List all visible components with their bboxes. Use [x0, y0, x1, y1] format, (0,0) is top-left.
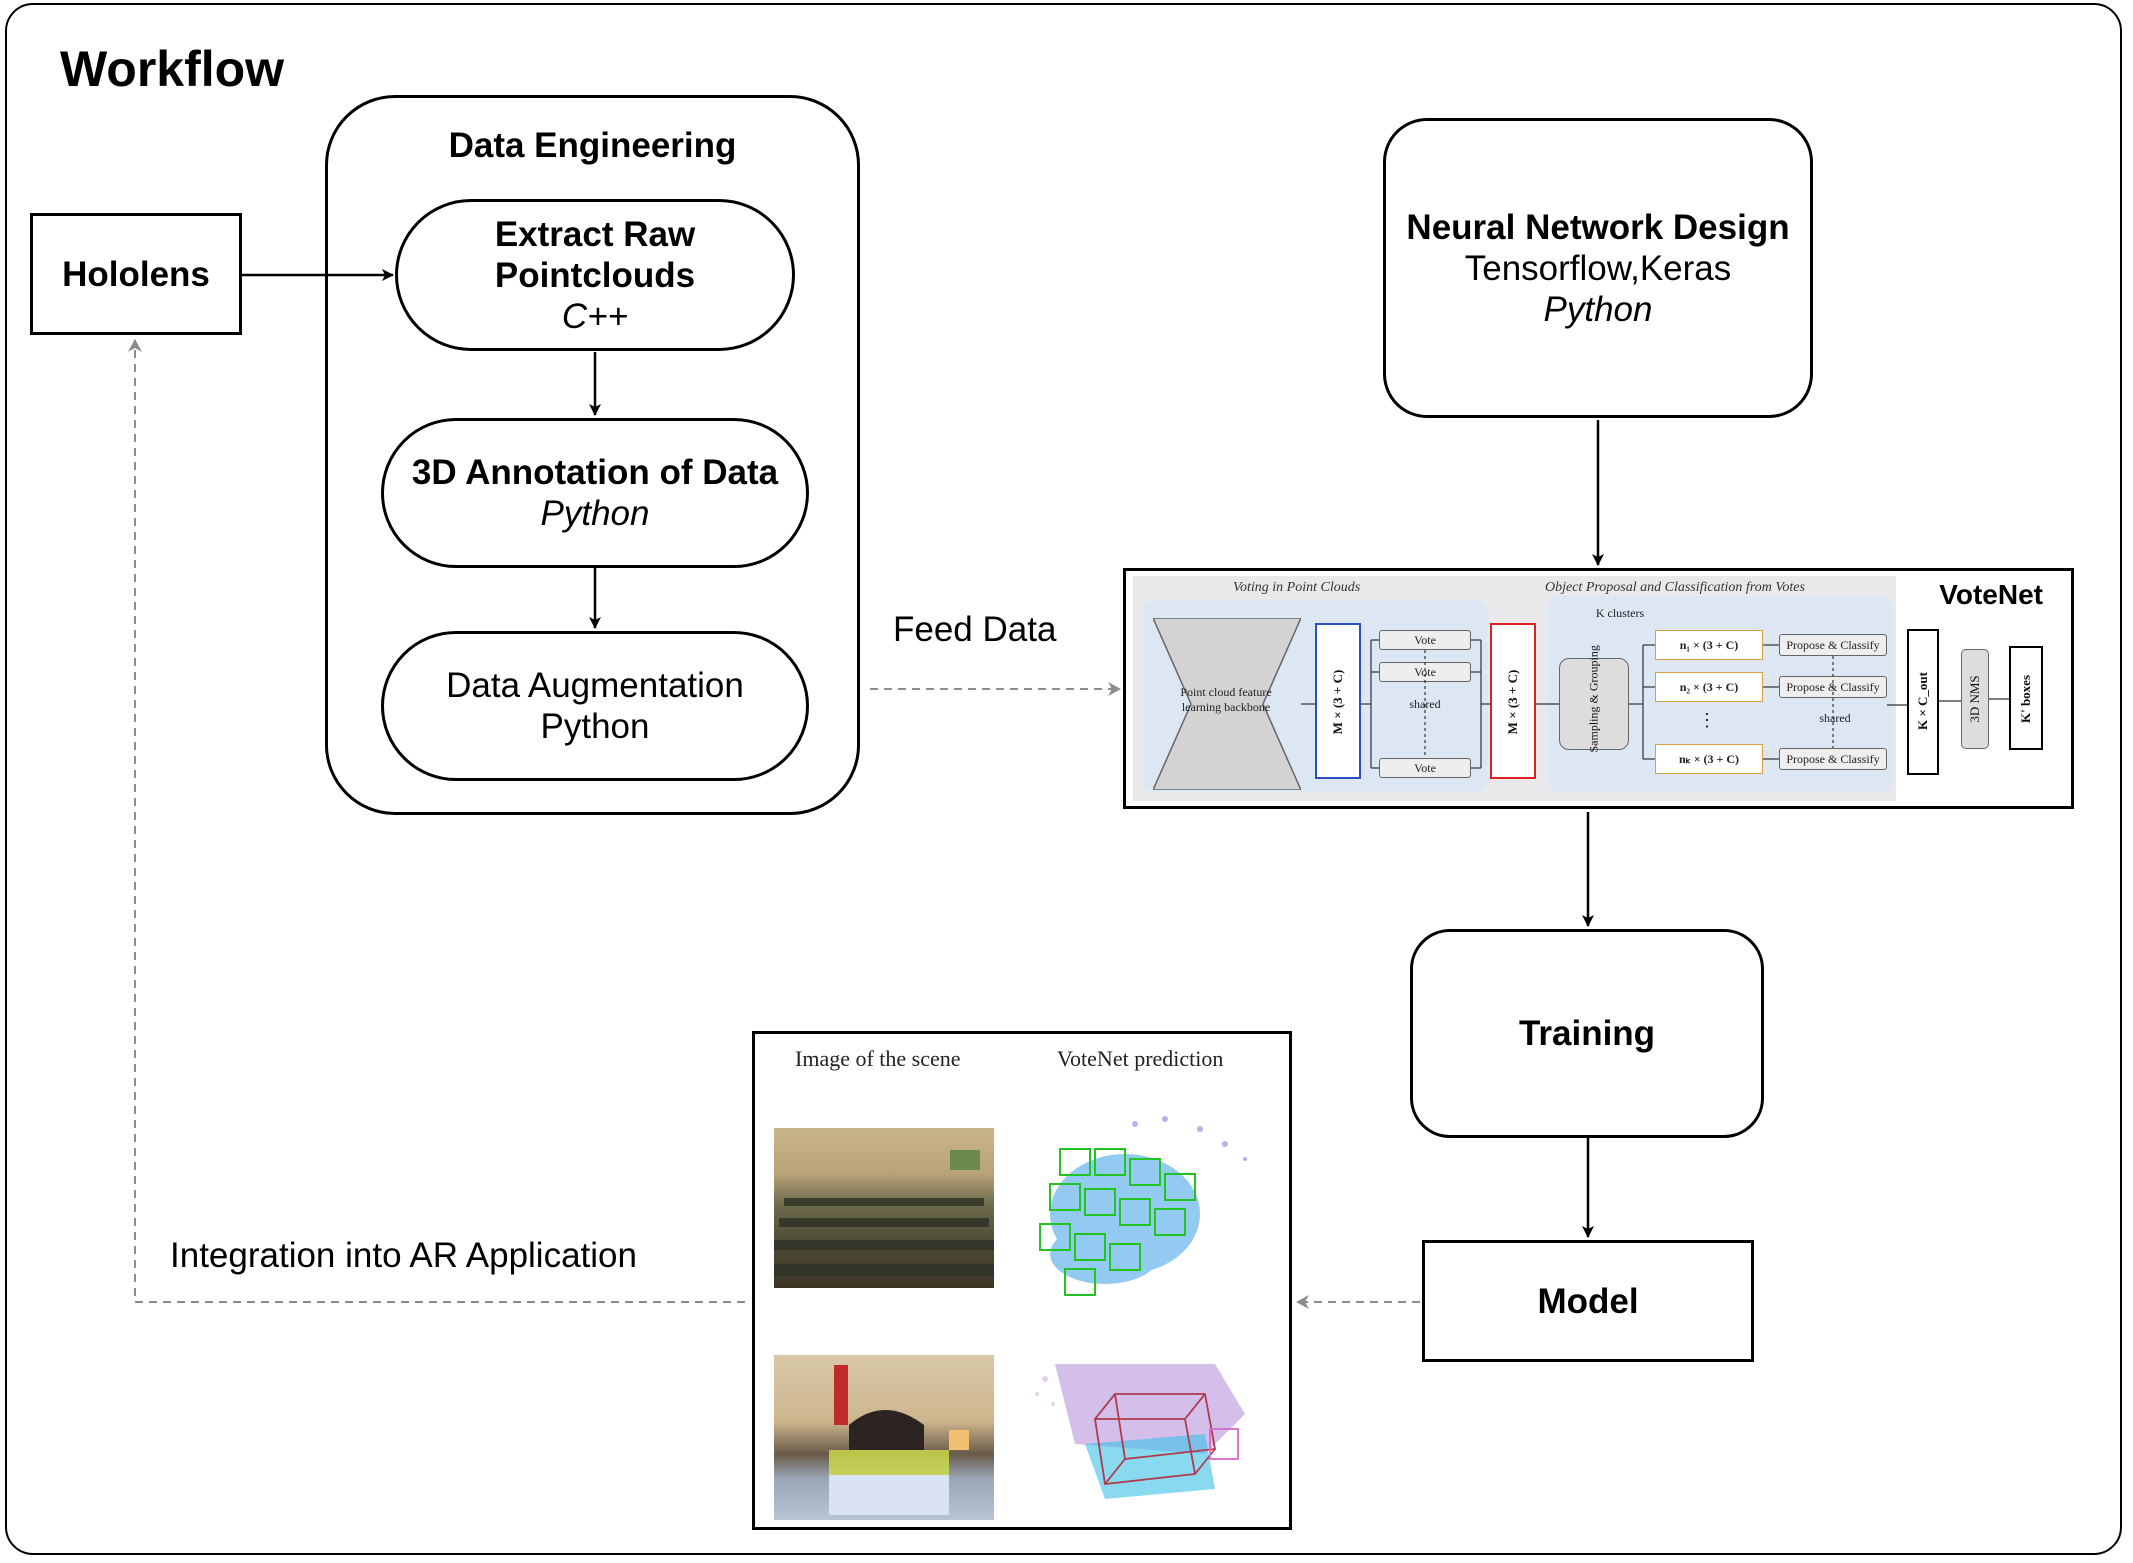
svg-text:⋮: ⋮ [1698, 710, 1716, 730]
propose-box-k: Propose & Classify [1779, 748, 1887, 770]
training-label: Training [1518, 1014, 1656, 1053]
propose-shared-label: shared [1819, 710, 1851, 725]
votenet-title: VoteNet [1939, 579, 2043, 610]
votes-box [1490, 623, 1536, 779]
nn-title: Neural Network Design [1406, 207, 1790, 247]
cluster-box-k: nₖ × (3 + C) [1655, 744, 1763, 774]
prediction-caption-left: Image of the scene [795, 1046, 961, 1071]
feed-data-label: Feed Data [893, 610, 1057, 649]
votenet-box: Voting in Point Clouds Object Proposal a… [1123, 568, 2074, 809]
integration-label: Integration into AR Application [170, 1236, 637, 1275]
dashed-arrow-integration [128, 339, 745, 1303]
neural-network-box: Neural Network Design Tensorflow,Keras P… [1383, 118, 1813, 418]
propose-box-1: Propose & Classify [1779, 634, 1887, 656]
scene-image-classroom [774, 1128, 994, 1288]
prediction-caption-right: VoteNet prediction [1057, 1046, 1224, 1071]
nn-lang: Python [1543, 289, 1653, 329]
augmentation-title: Data Augmentation [446, 666, 744, 705]
k-clusters-label: K clusters [1595, 605, 1645, 620]
backbone-shape [1153, 618, 1301, 790]
cluster-box-1: n₁ × (3 + C) [1655, 630, 1763, 660]
classroom-chairs [774, 1150, 994, 1276]
vote-box-3: Vote [1379, 758, 1471, 778]
data-engineering-group [325, 95, 860, 815]
vote-shared-label: shared [1409, 696, 1441, 711]
nms-box [1961, 649, 1989, 749]
votenet-inner-lines: ⋮ [1301, 639, 1834, 769]
votenet-caption-right: Object Proposal and Classification from … [1545, 580, 1805, 595]
sampling-box [1559, 658, 1629, 750]
hololens-label: Hololens [62, 254, 210, 294]
vote-box-1: Vote [1379, 630, 1471, 650]
votenet-prediction-bottom [1035, 1364, 1245, 1499]
annotation-lang: Python [540, 494, 650, 533]
nn-frameworks: Tensorflow,Keras [1464, 248, 1732, 288]
boxes-output-box [2009, 646, 2043, 750]
votenet-output-lines [1887, 698, 2009, 706]
annotation-box: 3D Annotation of Data Python [381, 418, 809, 568]
votenet-architecture: Voting in Point Clouds Object Proposal a… [1133, 576, 1896, 801]
model-box: Model [1422, 1240, 1754, 1362]
annotation-title: 3D Annotation of Data [411, 453, 779, 492]
diagram-title: Workflow [60, 41, 285, 97]
training-box: Training [1410, 929, 1764, 1138]
output-box [1907, 629, 1939, 775]
bedroom-furniture [829, 1365, 969, 1515]
scene-image-bedroom [774, 1355, 994, 1520]
votenet-caption-left: Voting in Point Clouds [1233, 580, 1361, 595]
hololens-box: Hololens [30, 213, 242, 335]
augmentation-box: Data Augmentation Python [381, 631, 809, 781]
backbone-label: Point cloud feature learning backbone [1180, 685, 1272, 714]
seed-box [1315, 623, 1361, 779]
outer-frame [5, 3, 2122, 1555]
votenet-prediction-top [1039, 1116, 1247, 1296]
augmentation-lang: Python [540, 707, 650, 746]
cluster-box-2: n₂ × (3 + C) [1655, 672, 1763, 702]
extract-lang: C++ [561, 296, 629, 336]
data-engineering-title: Data Engineering [448, 126, 737, 165]
extract-line2: Pointclouds [494, 255, 696, 295]
extract-pointclouds-box: Extract Raw Pointclouds C++ [395, 199, 795, 351]
extract-line1: Extract Raw [494, 214, 696, 254]
model-label: Model [1537, 1281, 1639, 1321]
prediction-figure: Image of the scene VoteNet prediction [752, 1031, 1292, 1530]
